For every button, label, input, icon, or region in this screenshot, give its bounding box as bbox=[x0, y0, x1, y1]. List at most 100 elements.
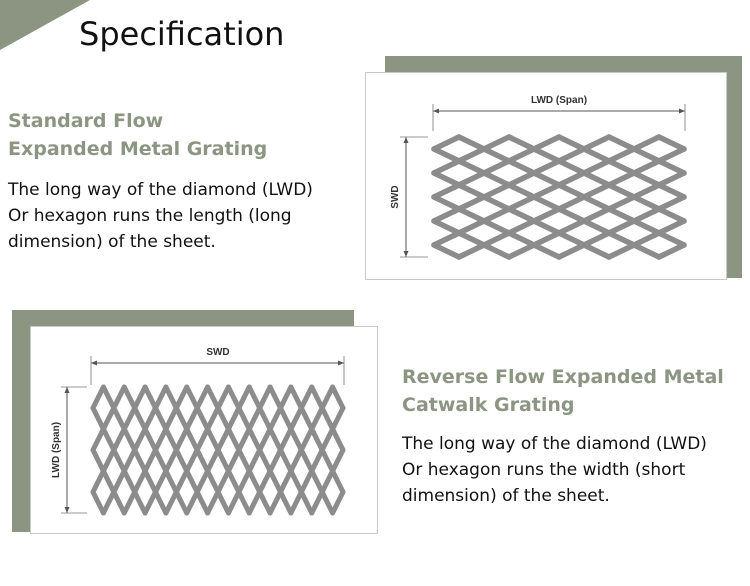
mesh-strand bbox=[581, 182, 612, 200]
mesh-strand bbox=[100, 489, 117, 516]
mesh-strand bbox=[481, 194, 512, 212]
mesh-strand bbox=[631, 206, 662, 224]
mesh-strand bbox=[556, 218, 587, 236]
mesh-strand bbox=[215, 468, 231, 495]
mesh-strand bbox=[298, 426, 315, 453]
mesh-strand bbox=[481, 218, 512, 236]
mesh-strand bbox=[100, 405, 117, 432]
mesh-strand bbox=[205, 384, 221, 411]
mesh-strand bbox=[656, 242, 687, 260]
mesh-strand bbox=[581, 170, 612, 188]
lwd-span-label: LWD (Span) bbox=[531, 95, 587, 106]
dimension-lines: LWD (Span) SWD bbox=[390, 95, 686, 258]
mesh-strand bbox=[606, 242, 637, 260]
arrowhead bbox=[338, 360, 344, 366]
mesh-strand bbox=[556, 182, 587, 200]
mesh-strand bbox=[581, 242, 612, 260]
mesh-strand bbox=[257, 426, 273, 453]
mesh-strand bbox=[656, 230, 687, 248]
mesh-strand bbox=[431, 230, 462, 248]
mesh-strand bbox=[132, 447, 148, 474]
mesh-strand bbox=[121, 384, 138, 411]
mesh-strand bbox=[656, 158, 687, 176]
mesh-strand bbox=[330, 384, 346, 411]
mesh-strand bbox=[121, 405, 138, 432]
mesh-strand bbox=[330, 426, 346, 453]
body-line: The long way of the diamond (LWD) bbox=[402, 434, 707, 454]
mesh-strand bbox=[606, 218, 637, 236]
mesh-strand bbox=[173, 405, 190, 432]
mesh-strand bbox=[456, 206, 487, 224]
mesh-strand bbox=[142, 447, 158, 474]
dimension-lines: SWD LWD (Span) bbox=[51, 347, 345, 514]
mesh-strand bbox=[319, 489, 336, 516]
mesh-strand bbox=[246, 447, 263, 474]
mesh-strand bbox=[330, 489, 346, 516]
mesh-strand bbox=[153, 468, 169, 495]
standard-flow-description: The long way of the diamond (LWD) Or hex… bbox=[8, 177, 358, 255]
expanded-metal-mesh bbox=[431, 134, 687, 260]
mesh-strand bbox=[431, 158, 462, 176]
mesh-strand bbox=[506, 206, 537, 224]
page-title: Specification bbox=[79, 15, 285, 53]
mesh-strand bbox=[606, 158, 637, 176]
corner-accent-triangle bbox=[0, 0, 90, 50]
mesh-strand bbox=[142, 384, 158, 411]
mesh-strand bbox=[506, 194, 537, 212]
mesh-strand bbox=[194, 426, 211, 453]
mesh-strand bbox=[531, 170, 562, 188]
mesh-strand bbox=[309, 384, 325, 411]
mesh-strand bbox=[631, 218, 662, 236]
mesh-strand bbox=[90, 489, 106, 516]
mesh-strand bbox=[236, 489, 252, 516]
mesh-strand bbox=[173, 489, 190, 516]
mesh-strand bbox=[173, 384, 190, 411]
mesh-strand bbox=[111, 405, 127, 432]
mesh-strand bbox=[431, 182, 462, 200]
mesh-strand bbox=[215, 405, 231, 432]
mesh-strand bbox=[225, 384, 242, 411]
mesh-strand bbox=[184, 447, 200, 474]
mesh-strand bbox=[184, 384, 200, 411]
mesh-strand bbox=[111, 447, 127, 474]
mesh-strand bbox=[90, 447, 106, 474]
mesh-strand bbox=[288, 384, 304, 411]
mesh-strand bbox=[309, 489, 325, 516]
mesh-strand bbox=[267, 468, 283, 495]
mesh-strand bbox=[319, 384, 336, 411]
mesh-strand bbox=[267, 384, 283, 411]
mesh-strand bbox=[121, 468, 138, 495]
mesh-strand bbox=[631, 230, 662, 248]
mesh-strand bbox=[631, 134, 662, 152]
mesh-strand bbox=[132, 468, 148, 495]
mesh-strand bbox=[142, 426, 158, 453]
body-line: dimension) of the sheet. bbox=[8, 232, 216, 252]
mesh-strand bbox=[606, 170, 637, 188]
standard-flow-heading: Standard Flow Expanded Metal Grating bbox=[8, 107, 267, 163]
mesh-strand bbox=[215, 384, 231, 411]
mesh-strand bbox=[163, 405, 179, 432]
mesh-strand bbox=[246, 405, 263, 432]
mesh-strand bbox=[246, 489, 263, 516]
arrowhead bbox=[403, 137, 409, 143]
mesh-strand bbox=[215, 426, 231, 453]
diagram-card: SWD LWD (Span) bbox=[30, 326, 378, 534]
mesh-strand bbox=[431, 170, 462, 188]
mesh-strand bbox=[153, 405, 169, 432]
mesh-strand bbox=[298, 384, 315, 411]
mesh-strand bbox=[288, 468, 304, 495]
mesh-strand bbox=[556, 242, 587, 260]
mesh-strand bbox=[257, 489, 273, 516]
mesh-strand bbox=[330, 468, 346, 495]
mesh-strand bbox=[581, 206, 612, 224]
mesh-strand bbox=[267, 447, 283, 474]
mesh-strand bbox=[225, 447, 242, 474]
mesh-strand bbox=[132, 426, 148, 453]
mesh-strand bbox=[267, 489, 283, 516]
mesh-strand bbox=[481, 134, 512, 152]
mesh-strand bbox=[298, 489, 315, 516]
arrowhead bbox=[433, 108, 439, 114]
arrowhead bbox=[679, 108, 685, 114]
mesh-strand bbox=[298, 405, 315, 432]
mesh-strand bbox=[606, 134, 637, 152]
